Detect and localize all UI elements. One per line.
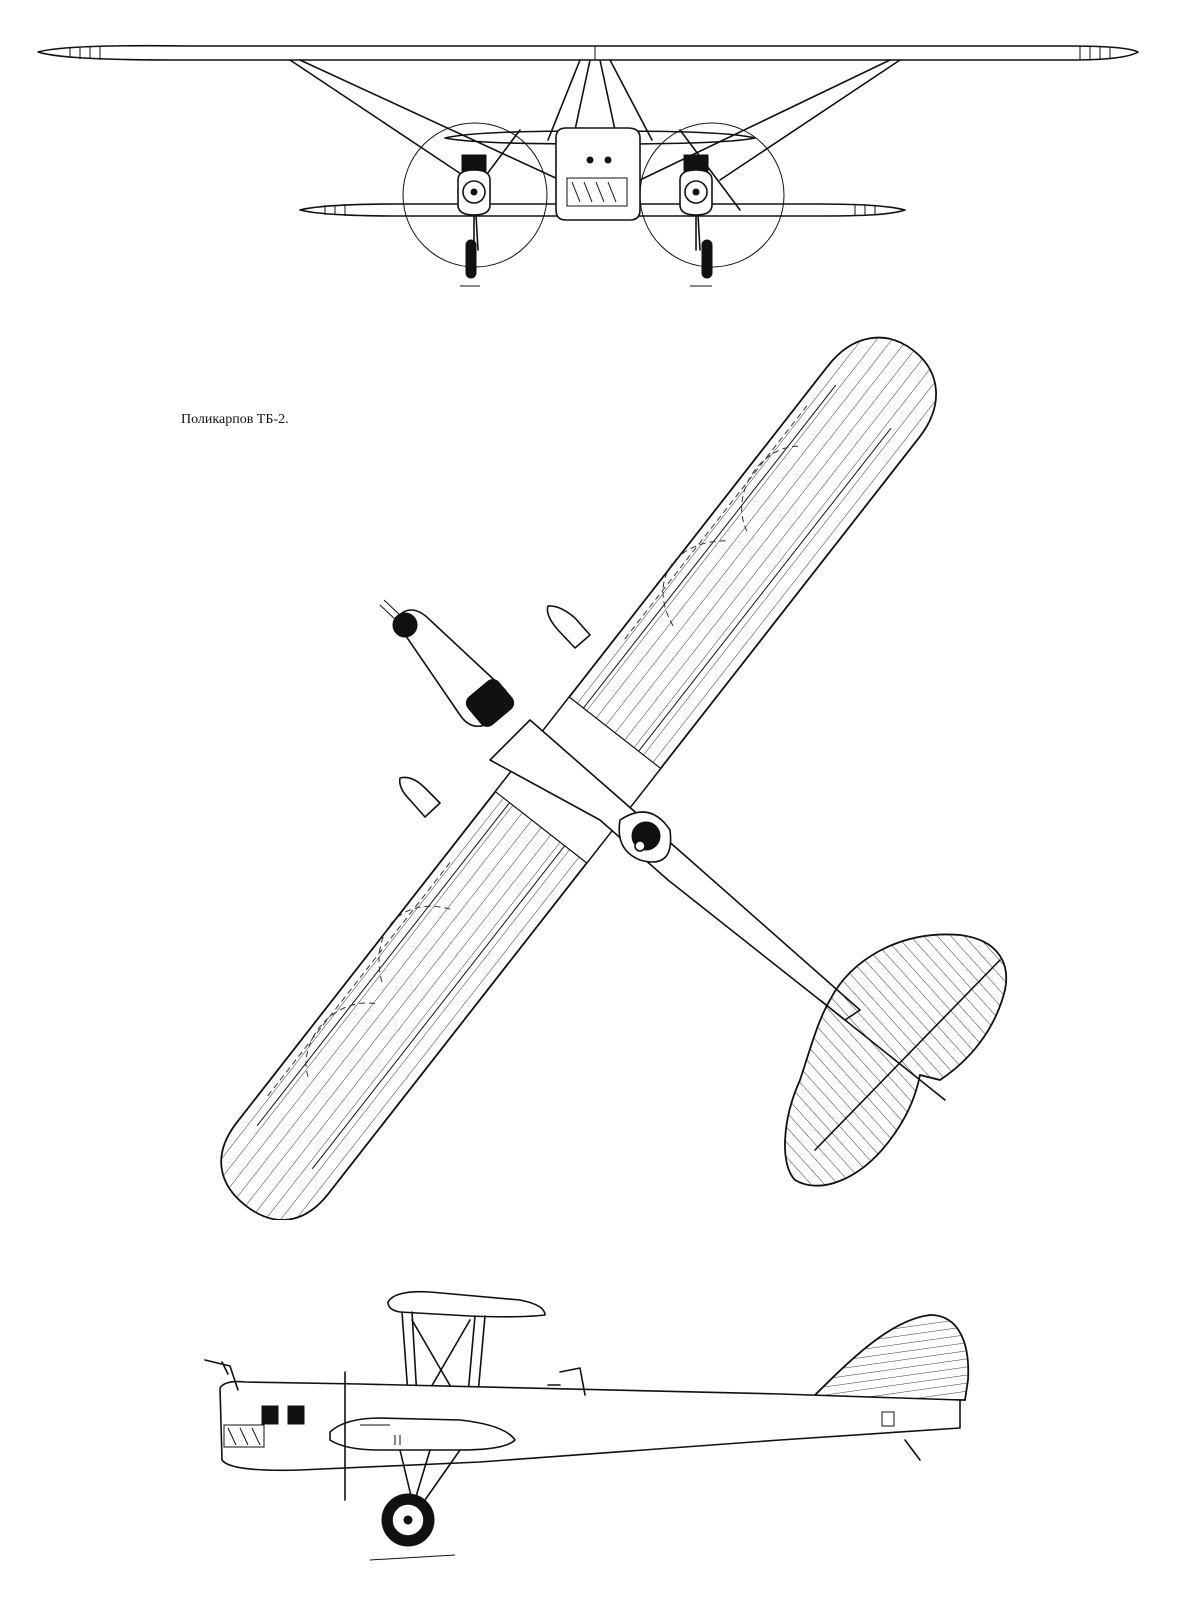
front-fuselage [555,127,641,221]
nose-gunner [204,1359,239,1391]
side-vertical-fin [807,1314,970,1401]
front-landing-gear [460,214,713,287]
plan-left-engine [379,599,515,728]
aircraft-title-caption: Поликарпов ТБ-2. [181,412,289,427]
tail-skid [904,1439,921,1461]
plan-fuselage [489,719,861,1021]
dorsal-gunner [547,1367,586,1396]
left-engine-nacelle [457,154,491,216]
side-view [204,1290,970,1561]
side-cabane-struts [401,1311,486,1451]
plan-propeller-spinner-lower [398,776,441,818]
right-engine-nacelle [679,154,713,216]
plan-propeller-spinner-upper [546,605,591,649]
plan-view [220,336,1007,1220]
side-upper-wing [387,1290,546,1318]
front-upper-wing [37,44,1139,61]
plan-tailplane [784,933,1007,1187]
side-engine-nacelle [329,1417,516,1451]
front-wing-struts [289,59,901,211]
front-view [37,44,1139,287]
side-landing-gear [369,1449,461,1561]
